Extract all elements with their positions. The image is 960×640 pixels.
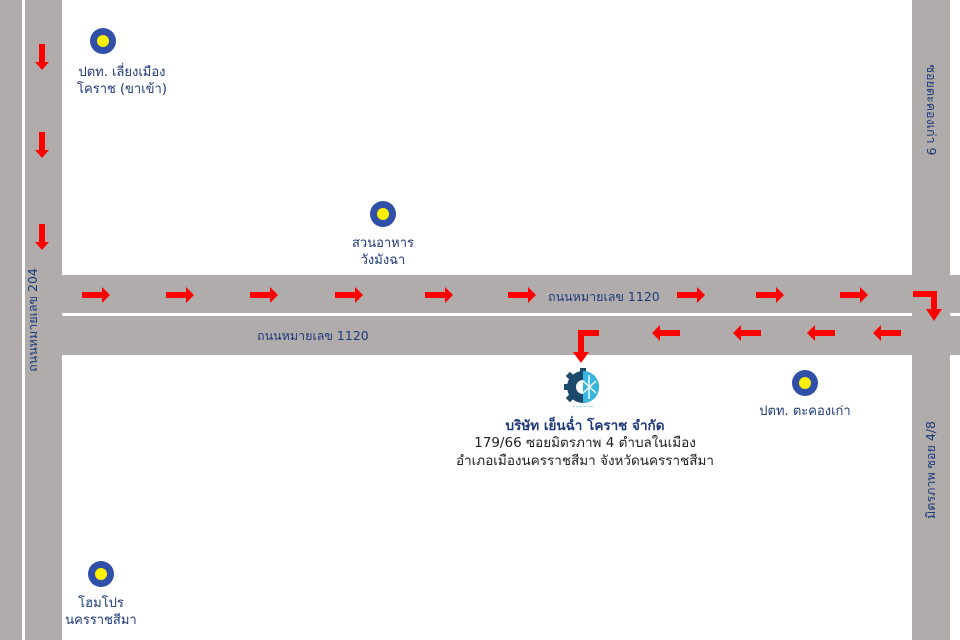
arrow-right-icon xyxy=(677,287,705,303)
road-label-1120-upper: ถนนหมายเลข 1120 xyxy=(548,289,660,304)
road-label-1120-lower: ถนนหมายเลข 1120 xyxy=(257,328,369,343)
company-logo-icon: ~~~ ~~~ xyxy=(564,368,599,409)
location-pin-icon[interactable] xyxy=(370,201,396,227)
road-1120-divider-right xyxy=(950,313,960,316)
arrow-down-icon xyxy=(35,132,49,158)
arrow-down-icon xyxy=(35,224,49,250)
location-pin-icon[interactable] xyxy=(88,561,114,587)
arrow-turn-down-icon xyxy=(913,291,942,321)
arrow-right-icon xyxy=(756,287,784,303)
road-right-edge-fill-lower xyxy=(950,316,960,355)
landmark-homepro: โฮมโปร นครราชสีมา xyxy=(65,595,136,629)
arrow-right-icon xyxy=(425,287,453,303)
company-address-line2: อำเภอเมืองนครราชสีมา จังหวัดนครราชสีมา xyxy=(455,453,715,469)
arrow-down-icon xyxy=(35,44,49,70)
arrow-right-icon xyxy=(82,287,110,303)
landmark-restaurant: สวนอาหาร วังมังฉา xyxy=(352,235,414,269)
arrow-left-icon xyxy=(652,325,680,341)
location-pin-icon[interactable] xyxy=(90,28,116,54)
arrow-right-icon xyxy=(335,287,363,303)
arrow-turn-company-icon xyxy=(573,330,599,363)
arrow-left-icon xyxy=(873,325,901,341)
landmark-homepro-line2: นครราชสีมา xyxy=(65,613,137,628)
road-right-edge-fill xyxy=(950,275,960,313)
company-address: 179/66 ซอยมิตรภาพ 4 ตำบลในเมือง อำเภอเมื… xyxy=(456,434,714,470)
landmark-restaurant-line2: วังมังฉา xyxy=(360,253,406,268)
landmark-restaurant-line1: สวนอาหาร xyxy=(351,236,415,251)
road-takhong-kao xyxy=(912,0,950,640)
arrow-right-icon xyxy=(508,287,536,303)
road-204-divider xyxy=(22,0,25,640)
svg-text:~~~ ~~~: ~~~ ~~~ xyxy=(572,404,593,409)
landmark-ptt-takhong-line1: ปตท. ตะคองเก่า xyxy=(759,404,851,419)
landmark-ptt-takhong: ปตท. ตะคองเก่า xyxy=(759,403,850,420)
arrow-left-icon xyxy=(807,325,835,341)
arrow-left-icon xyxy=(733,325,761,341)
arrow-right-icon xyxy=(166,287,194,303)
road-1120-divider-left xyxy=(62,313,912,316)
company-name: บริษัท เย็นฉ่ำ โคราช จำกัด xyxy=(505,418,665,434)
landmark-ptt-bypass: ปตท. เลี่ยงเมือง โคราช (ขาเข้า) xyxy=(77,64,167,98)
location-pin-icon[interactable] xyxy=(792,370,818,396)
landmark-homepro-line1: โฮมโปร xyxy=(78,596,124,611)
company-address-line1: 179/66 ซอยมิตรภาพ 4 ตำบลในเมือง xyxy=(474,435,696,451)
landmark-ptt-bypass-line2: โคราช (ขาเข้า) xyxy=(77,82,167,97)
landmark-ptt-bypass-line1: ปตท. เลี่ยงเมือง xyxy=(78,65,166,80)
arrow-right-icon xyxy=(250,287,278,303)
road-204 xyxy=(0,0,62,640)
arrow-right-icon xyxy=(840,287,868,303)
